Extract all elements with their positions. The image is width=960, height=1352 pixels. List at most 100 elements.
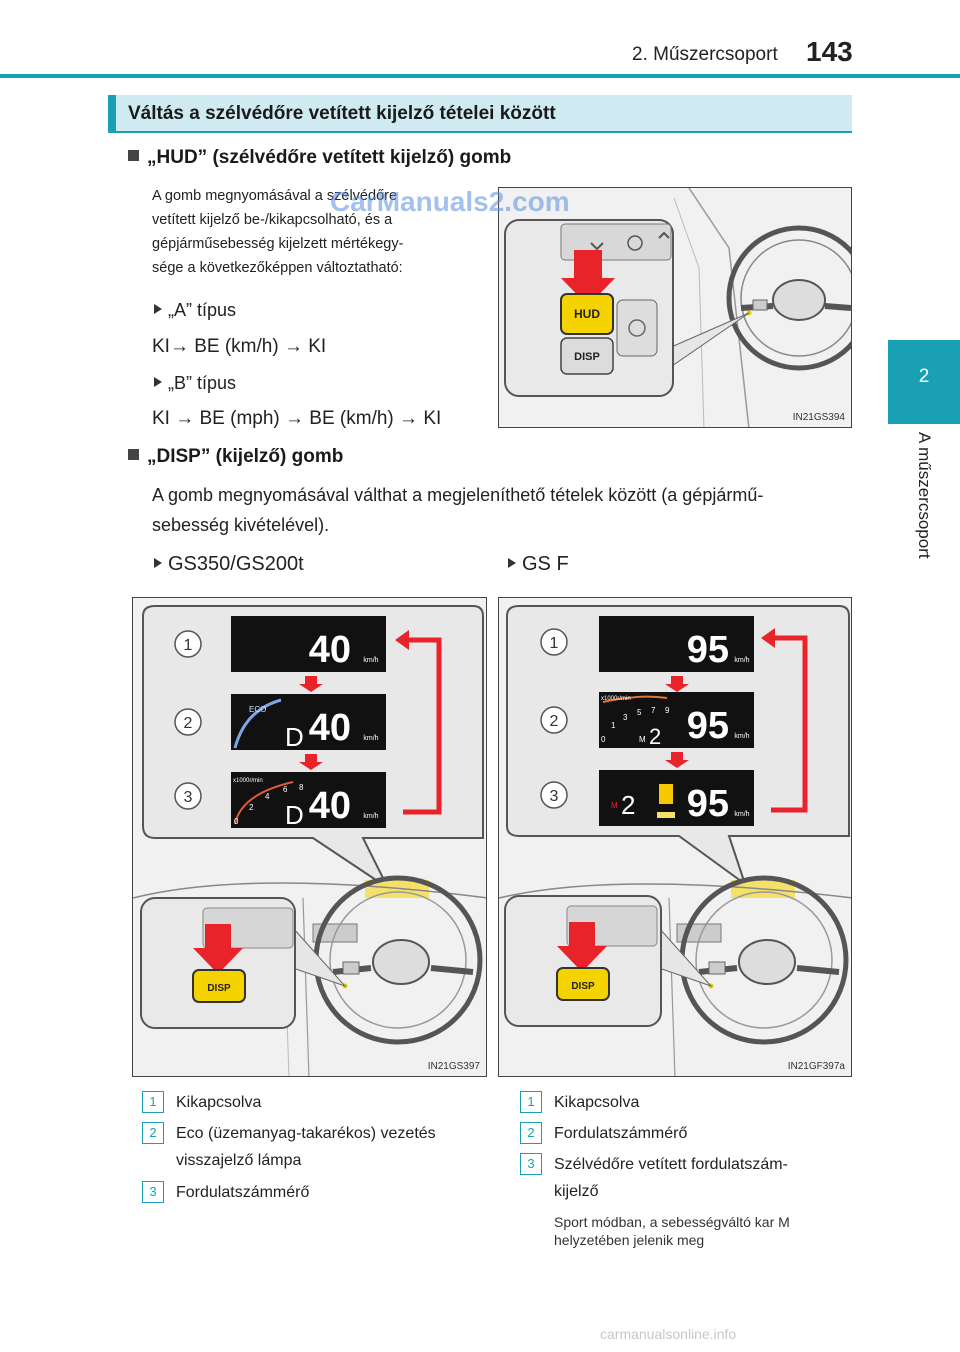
rpm-tick: 1 — [611, 721, 616, 730]
marker-3: 3 — [184, 789, 193, 806]
display-2-gear: D — [285, 722, 304, 752]
triangle-bullet-icon — [154, 558, 162, 568]
display-3-unit: km/h — [363, 813, 378, 820]
rpm-tick: 2 — [249, 803, 254, 812]
marker-3: 3 — [550, 788, 559, 805]
rpm-tick: 0 — [601, 735, 606, 744]
triangle-bullet-icon — [154, 304, 162, 314]
eco-indicator: ECO — [249, 705, 266, 714]
display-3-speed: 40 — [309, 785, 351, 827]
rpm-tick: 0 — [234, 817, 239, 826]
legend-text: kijelző — [554, 1183, 599, 1200]
figure-code: IN21GF397a — [787, 1061, 845, 1072]
hud-heading: „HUD” (szélvédőre vetített kijelző) gomb — [128, 147, 511, 169]
hud-button-label: HUD — [574, 307, 600, 321]
rpm-unit: x1000r/min — [233, 778, 263, 784]
type-b-sequence: KI → BE (mph) → BE (km/h) → KI — [152, 408, 442, 429]
display-2-speed: 40 — [309, 707, 351, 749]
display-2-gear: 2 — [649, 724, 661, 749]
rpm-tick: 6 — [283, 785, 288, 794]
legend-note-line: Sport módban, a sebességváltó kar M — [554, 1214, 790, 1230]
disp-paragraph: A gomb megnyomásával válthat a megjelení… — [152, 480, 852, 540]
chapter-side-label-text: A műszercsoport — [915, 432, 934, 559]
disp-para-line: A gomb megnyomásával válthat a megjelení… — [152, 485, 764, 505]
legend-number: 1 — [142, 1091, 164, 1113]
marker-2: 2 — [550, 713, 559, 730]
marker-1: 1 — [550, 635, 559, 652]
figure-code: IN21GS397 — [427, 1061, 480, 1072]
hud-button-figure: HUD DISP IN21GS394 — [498, 187, 852, 428]
right-panel-title: GS F — [508, 553, 569, 576]
rpm-tick: 4 — [265, 792, 270, 801]
legend-number: 2 — [520, 1122, 542, 1144]
disp-para-line: sebesség kivételével). — [152, 515, 330, 535]
right-figure-illustration: 1 2 3 95 km/h x1000r/min 0 1 3 5 7 9 M 2… — [499, 598, 851, 1076]
hud-para-line: sége a következőképpen változtatható: — [152, 260, 403, 276]
legend-number: 3 — [520, 1153, 542, 1175]
section-title-bar: Váltás a szélvédőre vetített kijelző tét… — [108, 95, 852, 133]
footer-watermark: carmanualsonline.info — [600, 1326, 737, 1342]
hud-heading-text: „HUD” (szélvédőre vetített kijelző) gomb — [147, 147, 512, 168]
section-title: Váltás a szélvédőre vetített kijelző tét… — [128, 103, 556, 124]
rpm-unit: x1000r/min — [601, 696, 631, 702]
page-number: 143 — [806, 36, 853, 67]
left-panel-title: GS350/GS200t — [154, 553, 304, 576]
disp-heading: „DISP” (kijelző) gomb — [128, 446, 343, 468]
disp-button-label: DISP — [571, 981, 595, 992]
marker-1: 1 — [184, 637, 193, 654]
hud-paragraph: A gomb megnyomásával a szélvédőre vetíte… — [152, 184, 474, 280]
legend-number: 1 — [520, 1091, 542, 1113]
rpm-tick: 7 — [651, 706, 656, 715]
legend-text: Kikapcsolva — [176, 1094, 262, 1111]
display-3-gear: 2 — [621, 790, 635, 820]
legend-text: Kikapcsolva — [554, 1094, 640, 1111]
display-3-unit: km/h — [734, 811, 749, 818]
display-1-speed: 40 — [309, 629, 351, 671]
square-bullet-icon — [128, 150, 139, 161]
legend-number: 2 — [142, 1122, 164, 1144]
triangle-bullet-icon — [154, 377, 162, 387]
right-panel-title-text: GS F — [522, 553, 569, 575]
chapter-side-label: A műszercsoport — [900, 432, 948, 602]
disp-heading-text: „DISP” (kijelző) gomb — [147, 446, 344, 467]
header-rule — [0, 74, 960, 78]
type-b-text: „B” típus — [168, 373, 237, 393]
disp-button-label: DISP — [574, 351, 600, 363]
legend-text: Fordulatszámmérő — [554, 1125, 688, 1142]
square-bullet-icon — [128, 449, 139, 460]
type-b-label: „B” típus — [154, 373, 236, 394]
rpm-tick: 8 — [299, 783, 304, 792]
chapter-tab[interactable]: 2 — [888, 340, 960, 424]
chapter-title: 2. Műszercsoport — [632, 44, 778, 65]
type-a-sequence: KI→ BE (km/h) → KI — [152, 336, 327, 357]
display-3-speed: 95 — [687, 783, 729, 825]
hud-para-line: vetített kijelző be-/kikapcsolható, és a — [152, 212, 393, 228]
left-panel-title-text: GS350/GS200t — [168, 553, 304, 575]
legend-note-line: helyzetében jelenik meg — [554, 1232, 705, 1248]
display-1-unit: km/h — [734, 657, 749, 664]
display-1-unit: km/h — [363, 657, 378, 664]
gear-mode: M — [639, 735, 646, 744]
rpm-tick: 5 — [637, 708, 642, 717]
chapter-tab-number: 2 — [918, 366, 930, 387]
display-3-gear: D — [285, 800, 304, 830]
marker-2: 2 — [184, 715, 193, 732]
gear-mode: M — [611, 801, 618, 810]
rpm-tick: 3 — [623, 713, 628, 722]
legend-text: Szélvédőre vetített fordulatszám- — [554, 1156, 788, 1173]
legend-note: Sport módban, a sebességváltó kar M hely… — [554, 1213, 790, 1249]
disp-button-label: DISP — [207, 983, 231, 994]
legend-text: Eco (üzemanyag-takarékos) vezetés — [176, 1125, 436, 1142]
type-a-label: „A” típus — [154, 300, 236, 321]
display-2-speed: 95 — [687, 705, 729, 747]
hud-para-line: A gomb megnyomásával a szélvédőre — [152, 188, 398, 204]
rpm-tick: 9 — [665, 706, 670, 715]
hud-para-line: gépjárműsebesség kijelzett mértékegy- — [152, 236, 404, 252]
triangle-bullet-icon — [508, 558, 516, 568]
left-figure-illustration: 1 2 3 40 km/h ECO D 40 km/h x1000r/min 0… — [133, 598, 486, 1076]
left-disp-figure: 1 2 3 40 km/h ECO D 40 km/h x1000r/min 0… — [132, 597, 487, 1077]
legend-text: Fordulatszámmérő — [176, 1184, 310, 1201]
watermark-text: CarManuals2.com — [330, 186, 570, 217]
display-2-unit: km/h — [363, 735, 378, 742]
right-disp-figure: 1 2 3 95 km/h x1000r/min 0 1 3 5 7 9 M 2… — [498, 597, 852, 1077]
